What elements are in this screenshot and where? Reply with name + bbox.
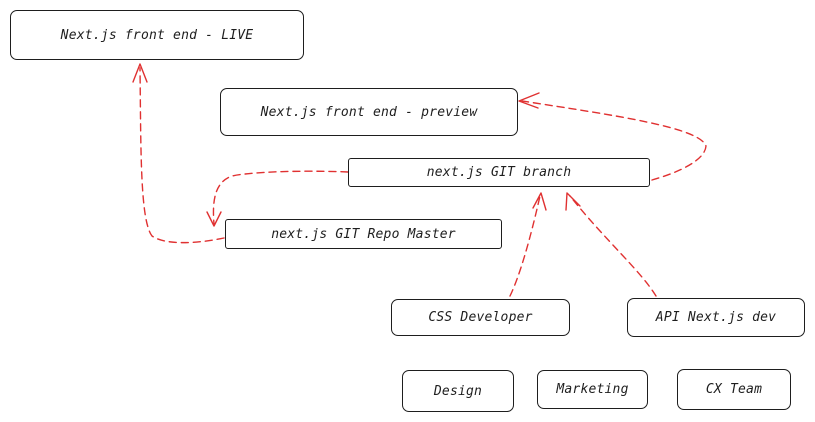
node-label: API Next.js dev xyxy=(655,310,777,325)
node-label: next.js GIT branch xyxy=(426,165,572,180)
arrowhead-preview xyxy=(518,92,540,109)
arrowhead-css xyxy=(532,192,547,211)
node-label: next.js GIT Repo Master xyxy=(271,226,456,242)
node-design[interactable]: Design xyxy=(402,370,514,412)
node-label: Marketing xyxy=(556,382,629,397)
arrow-branch-to-master xyxy=(212,170,349,225)
node-cx-team[interactable]: CX Team xyxy=(677,369,791,410)
node-label: Next.js front end - preview xyxy=(260,104,478,120)
node-preview-frontend[interactable]: Next.js front end - preview xyxy=(220,88,518,136)
node-label: CSS Developer xyxy=(428,310,533,325)
node-label: Design xyxy=(433,383,483,399)
arrow-api-to-branch xyxy=(569,195,657,297)
arrowhead-api xyxy=(565,192,581,211)
node-git-repo-master[interactable]: next.js GIT Repo Master xyxy=(225,219,502,249)
node-marketing[interactable]: Marketing xyxy=(537,370,648,409)
node-label: Next.js front end - LIVE xyxy=(60,27,254,43)
node-label: CX Team xyxy=(705,382,763,397)
node-git-branch[interactable]: next.js GIT branch xyxy=(348,158,650,187)
node-api-dev[interactable]: API Next.js dev xyxy=(627,298,805,337)
arrow-master-to-live xyxy=(139,67,225,244)
arrowhead-master xyxy=(206,211,222,227)
node-css-developer[interactable]: CSS Developer xyxy=(391,299,570,336)
arrowhead-live xyxy=(132,63,148,83)
node-live-frontend[interactable]: Next.js front end - LIVE xyxy=(10,10,304,60)
arrow-css-to-branch xyxy=(509,195,541,297)
